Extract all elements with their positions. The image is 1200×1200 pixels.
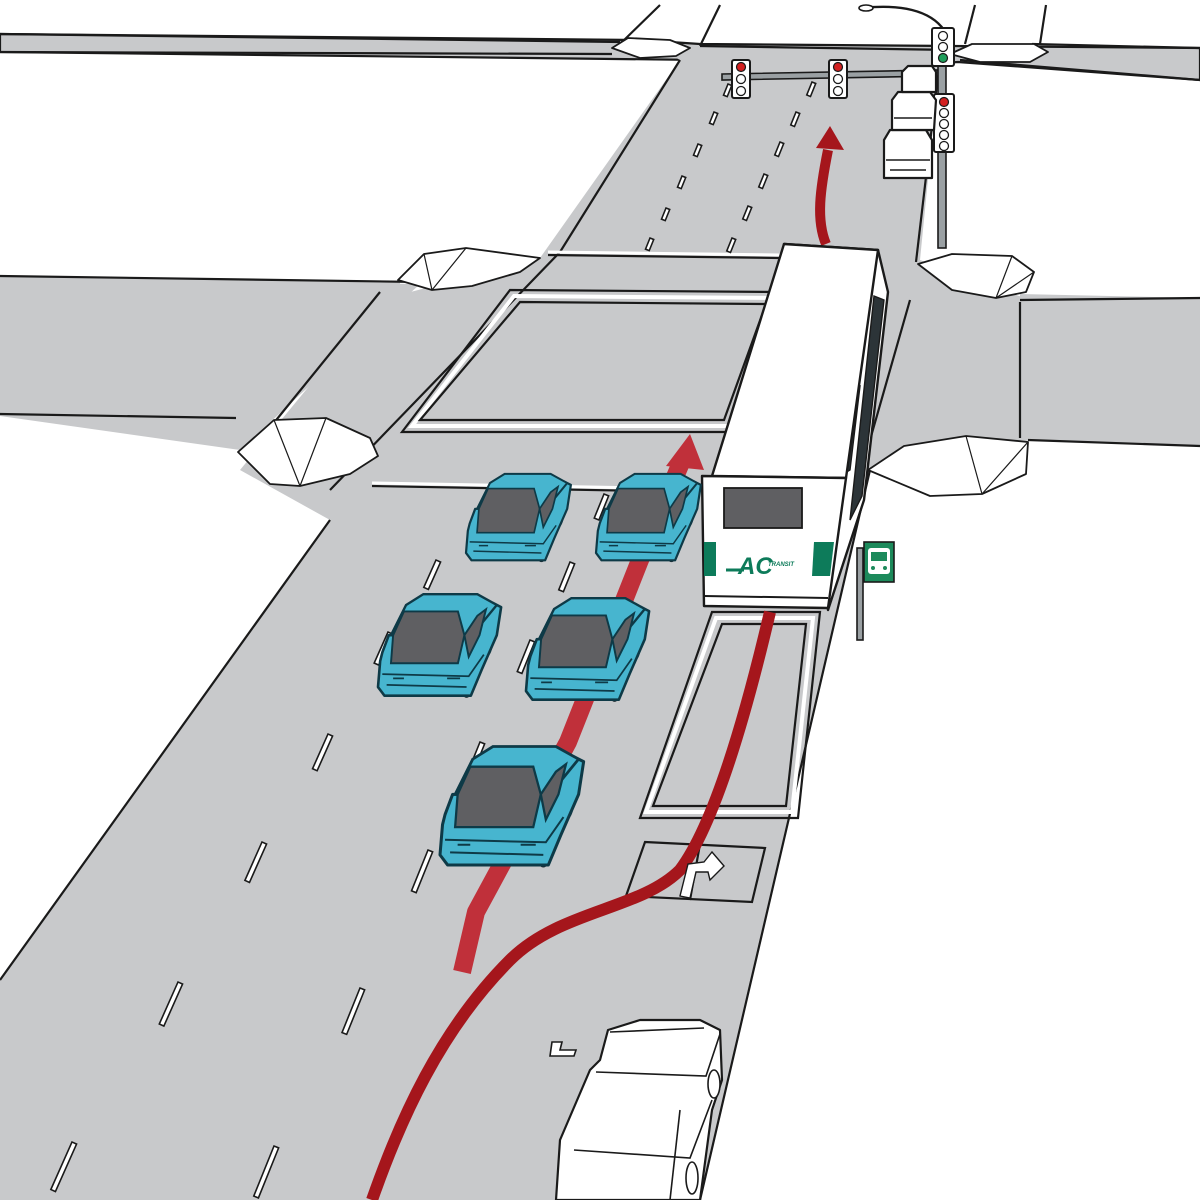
car-rear-window xyxy=(389,610,466,665)
bus-route-arrow xyxy=(366,610,776,1200)
bus-logo-letters: AC xyxy=(737,553,773,580)
far-car-3 xyxy=(900,64,938,94)
street-light-arm xyxy=(861,5,945,31)
far-car-1 xyxy=(882,128,934,180)
corner-signal-lower xyxy=(933,93,955,153)
approaching-white-car xyxy=(554,1018,724,1200)
bus-stop-sign-post xyxy=(856,547,864,641)
queued-car-4 xyxy=(524,596,651,702)
far-car-2 xyxy=(890,90,938,132)
bus-stop-icon xyxy=(868,548,890,574)
car-queue xyxy=(376,472,702,868)
ramp-west-far xyxy=(397,247,541,291)
car-side-window xyxy=(463,606,488,660)
queued-car-3 xyxy=(376,592,503,698)
queued-car-2 xyxy=(594,472,702,563)
car-side-window xyxy=(611,610,636,664)
corner-signal-tall xyxy=(931,27,955,67)
overhead-signal-left xyxy=(731,59,751,99)
transit-bus: AC TRANSIT xyxy=(700,242,890,612)
signal-pole-corner xyxy=(937,59,947,249)
car-rear-window xyxy=(476,487,541,534)
ramp-north-east xyxy=(949,43,1049,63)
car-side-window xyxy=(539,761,568,824)
car-rear-window xyxy=(606,487,671,534)
car-rear-window xyxy=(537,614,614,669)
bus-logo: AC TRANSIT xyxy=(726,553,795,580)
sidewalk-ramps xyxy=(237,37,1049,497)
car-side-window xyxy=(668,484,690,530)
lane-dashes xyxy=(49,80,817,1199)
bus-bay-outline xyxy=(638,610,822,820)
ramp-east-far xyxy=(917,253,1035,299)
far-parked-cars xyxy=(882,64,938,180)
car-side-window xyxy=(538,484,560,530)
bus-route-arrowhead xyxy=(816,126,844,150)
bus-lane-box xyxy=(624,840,767,904)
bus-stop-sign xyxy=(856,541,895,641)
car-rear-window xyxy=(453,765,542,829)
car-lane-arrowhead xyxy=(666,434,704,470)
queued-car-1 xyxy=(464,472,572,563)
traffic-signals xyxy=(721,4,955,249)
ramp-west-near xyxy=(237,417,379,487)
right-turn-arrow-icon xyxy=(679,850,725,899)
ramp-north-west xyxy=(611,37,691,59)
main-avenue xyxy=(0,50,1030,1200)
overhead-signal-right xyxy=(828,59,848,99)
bus-rear-window xyxy=(723,487,803,529)
bus-route-arrow-exit xyxy=(815,149,833,246)
queued-car-5 xyxy=(438,745,586,868)
ramp-east-near xyxy=(867,435,1029,497)
bus-logo-word: TRANSIT xyxy=(768,562,795,568)
